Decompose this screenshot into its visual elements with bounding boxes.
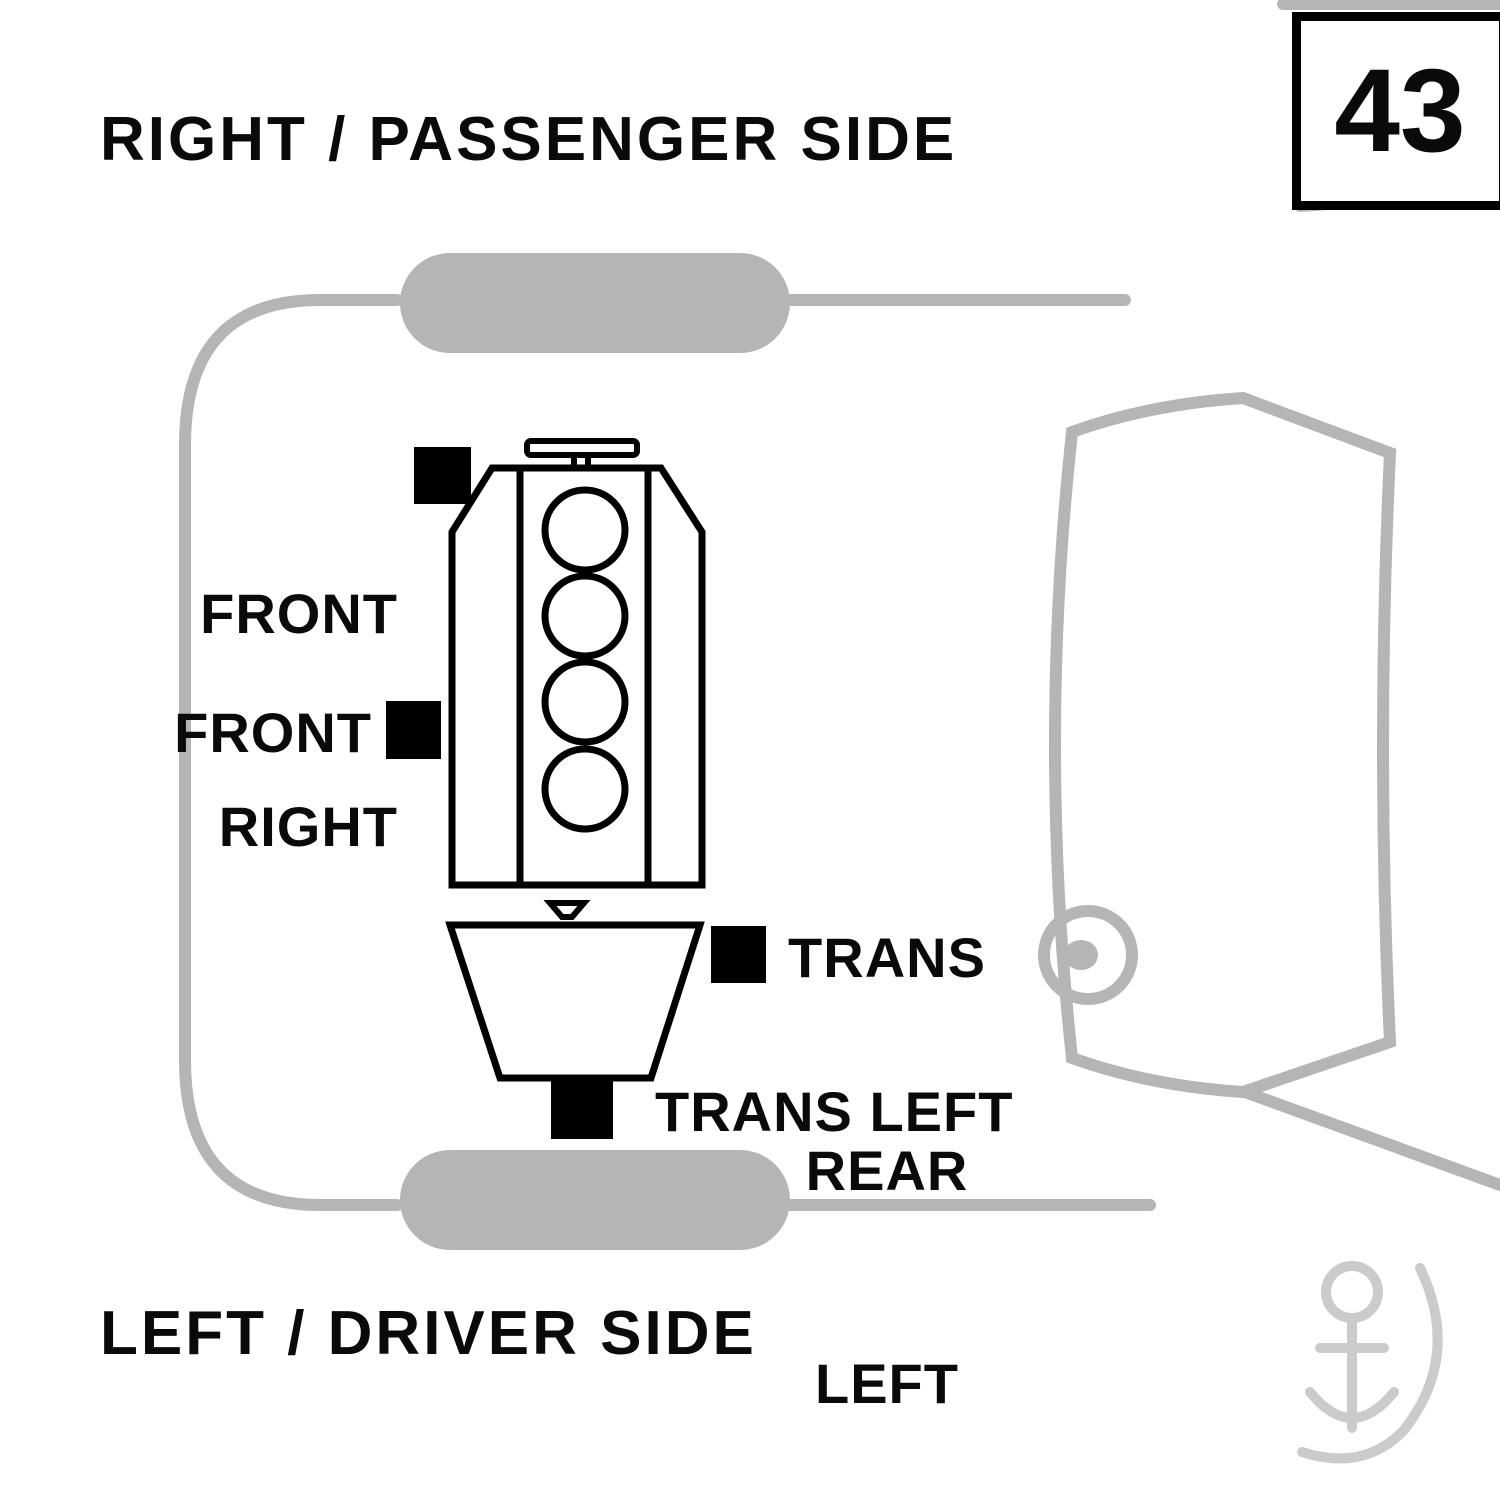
figure-number: 43 xyxy=(1334,45,1466,177)
car-body-taper-line xyxy=(1239,1086,1500,1191)
cowl-circle xyxy=(1038,905,1138,1005)
wheel-front-right xyxy=(400,253,790,353)
label-front-mount: FRONT xyxy=(174,701,372,764)
transmission xyxy=(445,921,705,1082)
mount-marker-front-right xyxy=(414,447,471,504)
cowl-circle-dot xyxy=(1064,940,1098,970)
label-trans-rear-left-line2: REAR xyxy=(805,1139,969,1202)
mount-marker-front xyxy=(386,701,441,759)
cylinder-2 xyxy=(541,572,629,660)
top-side-title: RIGHT / PASSENGER SIDE xyxy=(100,105,958,174)
label-front-right-line2: RIGHT xyxy=(218,795,398,858)
bottom-side-title: LEFT / DRIVER SIDE xyxy=(100,1299,757,1368)
cylinder-3 xyxy=(541,658,629,746)
mount-marker-trans-left xyxy=(551,1079,613,1139)
label-trans-left-mount: TRANS LEFT xyxy=(655,1080,1014,1143)
engine-bank-lines xyxy=(516,468,652,885)
label-trans-rear-left-mount: TRANS REAR LEFT xyxy=(737,780,1037,1500)
mount-markers xyxy=(386,447,766,1139)
label-trans-rear-left-line3: LEFT xyxy=(815,1352,959,1415)
label-front-right-mount: FRONT RIGHT xyxy=(200,436,398,1004)
mount-marker-trans-rear-left xyxy=(711,926,766,983)
car-silhouette xyxy=(179,0,1500,1250)
cylinder-1 xyxy=(541,486,629,574)
driveline-coupler xyxy=(543,900,591,920)
label-front-right-line1: FRONT xyxy=(200,582,398,645)
car-windshield-outline xyxy=(1049,391,1397,1099)
powertrain xyxy=(445,438,706,1082)
engine-front-bar xyxy=(524,438,640,458)
label-trans-rear-left-line1: TRANS xyxy=(788,926,986,989)
brand-watermark-logo xyxy=(1297,1261,1443,1464)
figure-number-box: 43 xyxy=(1292,12,1500,210)
car-front-outline xyxy=(179,294,403,1211)
wheel-front-left xyxy=(400,1150,790,1250)
cylinder-4 xyxy=(541,745,629,833)
